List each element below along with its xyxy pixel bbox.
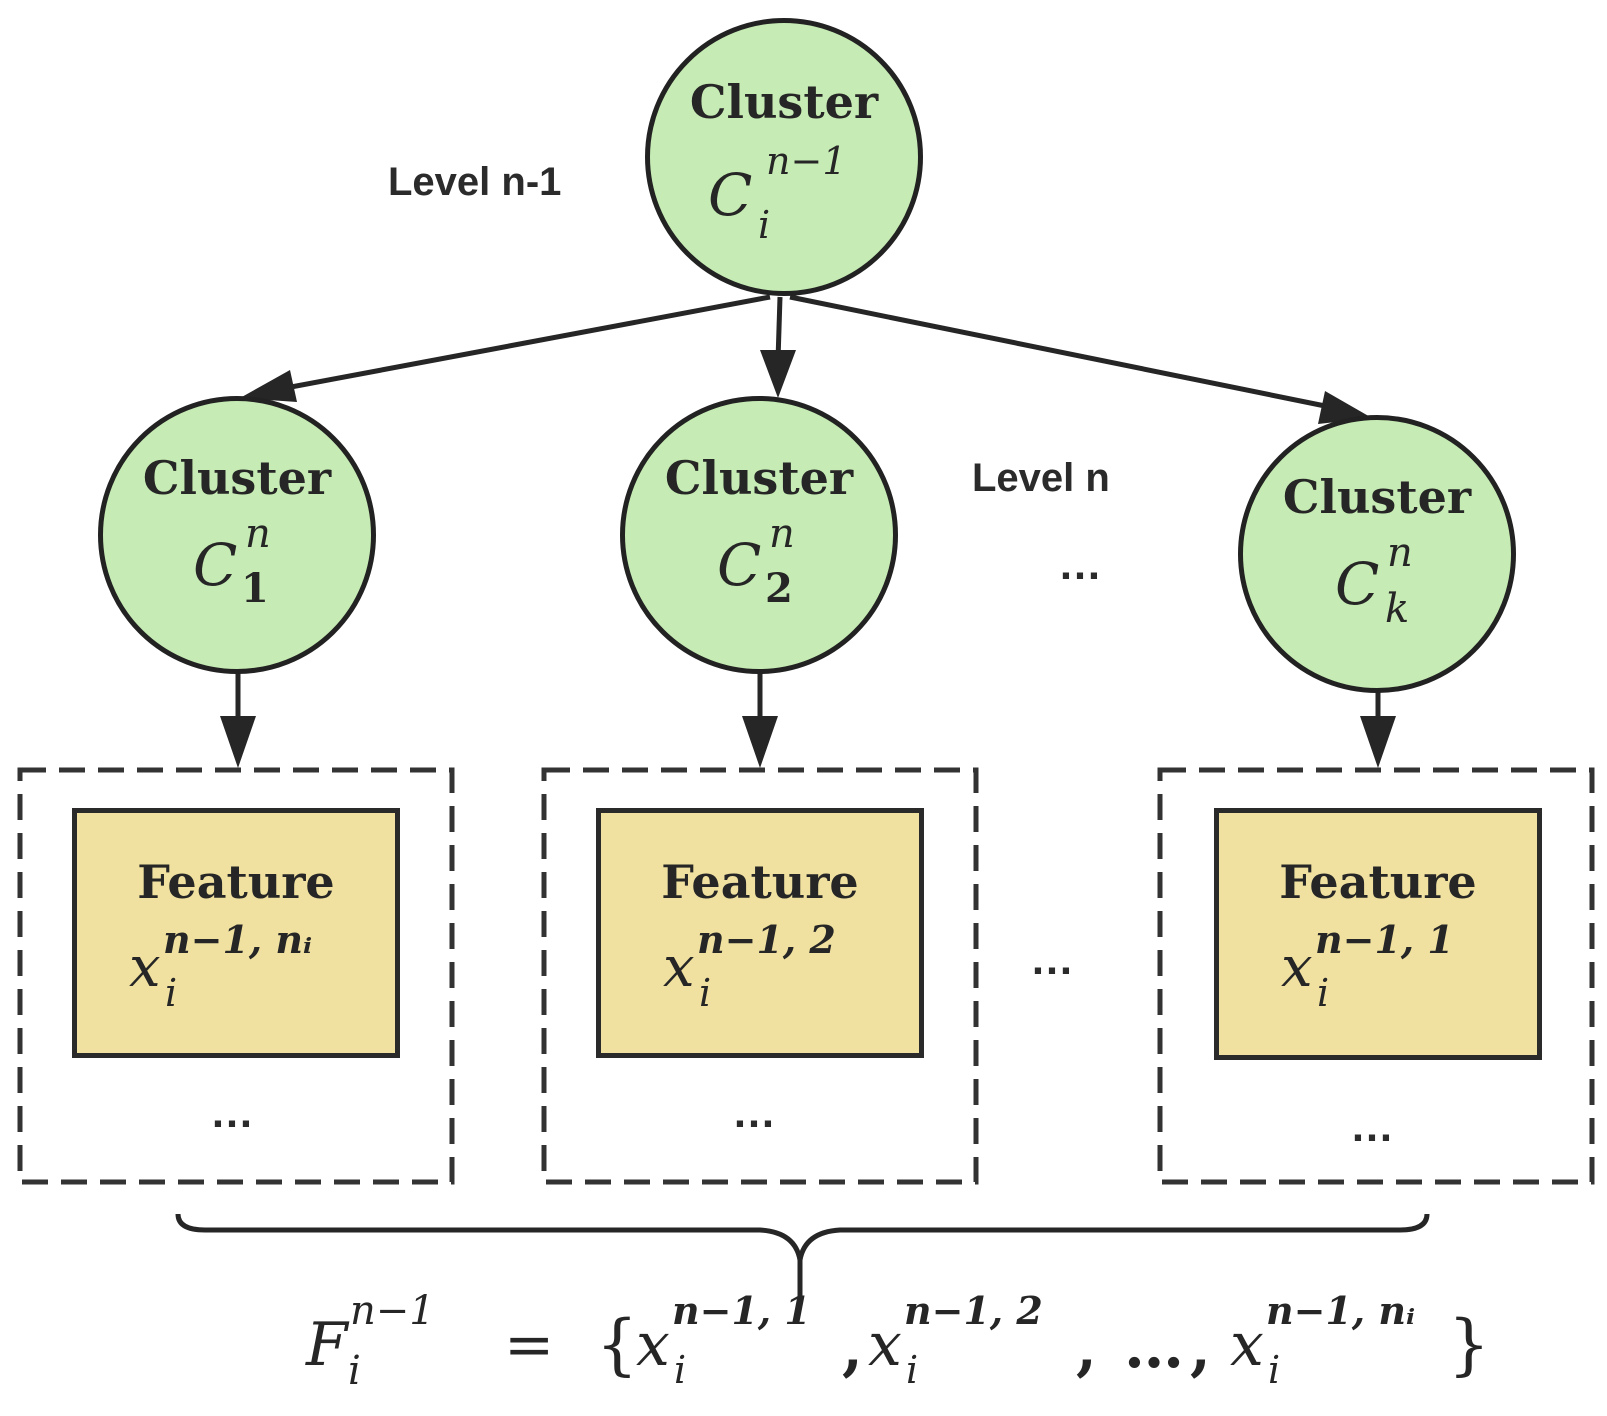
- cluster-k-base: C: [1335, 550, 1380, 618]
- feature-box-2: Feature x n−1, 2 i: [596, 808, 924, 1058]
- grouping-brace: [175, 1213, 1430, 1305]
- feature-1-subscript: i: [165, 971, 178, 1015]
- level-label-bottom: Level n: [972, 456, 1110, 500]
- formula-term-2-superscript: n−1, 2: [904, 1288, 1043, 1333]
- cluster-2-title: Cluster: [664, 451, 854, 505]
- feature-2-symbol: x n−1, 2 i: [663, 917, 836, 1015]
- feature-set-formula: F n−1 i = { x n−1, 1 i , x n−1, 2 i , … …: [306, 1288, 1546, 1400]
- feature-1-superscript: n−1, nᵢ: [163, 917, 313, 962]
- cluster-1-title: Cluster: [142, 451, 332, 505]
- cluster-node-2: Cluster C n 2: [620, 396, 898, 674]
- formula-term-3-superscript: n−1, nᵢ: [1266, 1288, 1416, 1333]
- feature-1-title: Feature: [137, 855, 335, 909]
- formula-lhs-subscript: i: [348, 1348, 361, 1394]
- formula-lhs-superscript: n−1: [350, 1288, 435, 1334]
- level-label-top: Level n-1: [388, 160, 562, 204]
- formula-comma-3: ,: [1190, 1314, 1211, 1384]
- cluster-root-symbol: C n−1 i: [708, 139, 847, 247]
- formula-term-2-subscript: i: [906, 1348, 919, 1392]
- feature-1-base: x: [129, 935, 161, 1000]
- cluster-2-base: C: [717, 531, 762, 599]
- formula-term-1-superscript: n−1, 1: [672, 1288, 811, 1333]
- cluster-2-superscript: n: [769, 511, 795, 557]
- feature-1-symbol: x n−1, nᵢ i: [129, 917, 312, 1015]
- cluster-2-subscript: 2: [765, 565, 793, 612]
- arrowhead-group-2: [742, 716, 778, 768]
- formula-equals: =: [504, 1310, 555, 1380]
- formula-lhs-base: F: [306, 1310, 348, 1380]
- feature-2-base: x: [663, 935, 695, 1000]
- feature-group-1-border: [17, 767, 455, 1185]
- arrowhead-group-k: [1360, 716, 1396, 768]
- cluster-1-subscript: 1: [241, 565, 269, 612]
- cluster-k-symbol: C n k: [1335, 530, 1413, 632]
- cluster-ellipsis: …: [1058, 540, 1104, 589]
- feature-box-k: Feature x n−1, 1 i: [1214, 808, 1542, 1060]
- feature-2-superscript: n−1, 2: [697, 917, 836, 962]
- arrow-root-to-cluster-k: [789, 294, 1336, 411]
- cluster-root-subscript: i: [758, 203, 771, 247]
- feature-group-k-border: [1157, 767, 1595, 1185]
- group-2-ellipsis: …: [732, 1088, 778, 1137]
- feature-k-base: x: [1281, 935, 1313, 1000]
- cluster-node-1: Cluster C n 1: [98, 396, 376, 674]
- formula-term-2-base: x: [868, 1310, 902, 1380]
- formula-comma-1: ,: [842, 1314, 863, 1384]
- feature-k-superscript: n−1, 1: [1315, 917, 1454, 962]
- cluster-root-node: Cluster C n−1 i: [645, 18, 923, 296]
- group-1-ellipsis: …: [210, 1088, 256, 1137]
- cluster-root-base: C: [708, 161, 753, 229]
- cluster-1-symbol: C n 1: [193, 511, 271, 612]
- feature-box-1: Feature x n−1, nᵢ i: [72, 808, 400, 1058]
- arrowhead-group-1: [220, 716, 256, 768]
- formula-open-brace: {: [596, 1306, 638, 1383]
- formula-term-3-base: x: [1230, 1310, 1264, 1380]
- group-k-ellipsis: …: [1350, 1102, 1396, 1151]
- cluster-node-k: Cluster C n k: [1238, 415, 1516, 693]
- formula-term-1-base: x: [636, 1310, 670, 1380]
- arrowhead-cluster-2: [760, 350, 796, 398]
- cluster-k-subscript: k: [1385, 586, 1410, 632]
- feature-2-title: Feature: [661, 855, 859, 909]
- arrowhead-cluster-1: [240, 370, 297, 402]
- cluster-root-superscript: n−1: [766, 139, 847, 183]
- cluster-k-superscript: n: [1387, 530, 1413, 576]
- arrow-root-to-cluster-2: [775, 296, 783, 361]
- feature-k-title: Feature: [1279, 855, 1477, 909]
- feature-k-symbol: x n−1, 1 i: [1281, 917, 1454, 1015]
- arrow-root-to-cluster-1: [274, 294, 771, 393]
- cluster-k-title: Cluster: [1282, 470, 1472, 524]
- formula-close-brace: }: [1448, 1306, 1490, 1383]
- feature-2-subscript: i: [699, 971, 712, 1015]
- cluster-2-symbol: C n 2: [717, 511, 795, 612]
- feature-k-subscript: i: [1317, 971, 1330, 1015]
- formula-comma-2: ,: [1076, 1314, 1097, 1384]
- cluster-1-base: C: [193, 531, 238, 599]
- cluster-root-title: Cluster: [689, 75, 879, 129]
- cluster-1-superscript: n: [245, 511, 271, 557]
- feature-group-ellipsis: …: [1030, 935, 1076, 984]
- formula-term-1-subscript: i: [674, 1348, 687, 1392]
- formula-ellipsis: …: [1124, 1312, 1184, 1382]
- feature-group-2-border: [541, 767, 979, 1185]
- formula-term-3-subscript: i: [1268, 1348, 1281, 1392]
